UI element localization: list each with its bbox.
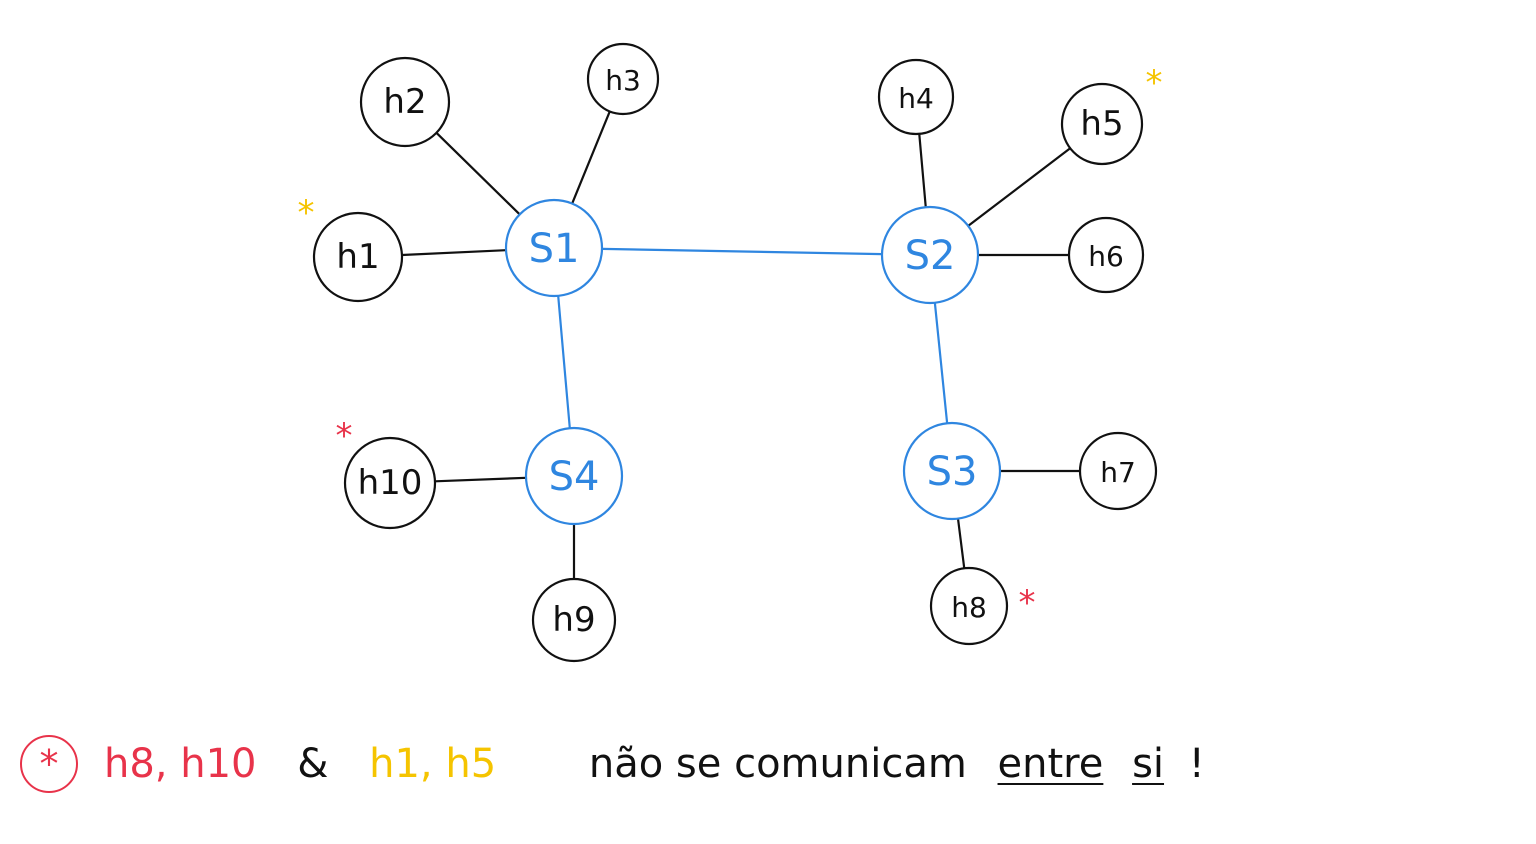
switch-s4: S4 xyxy=(524,426,624,526)
switch-s3: S3 xyxy=(902,421,1002,521)
link-s2-h5 xyxy=(967,147,1072,228)
marker-h5: * xyxy=(1146,63,1163,103)
host-h5: h5 xyxy=(1060,82,1144,166)
link-s2-s3 xyxy=(933,301,949,425)
s4-label: S4 xyxy=(549,454,600,500)
h6-circle xyxy=(1067,216,1145,294)
h4-circle xyxy=(877,58,955,136)
note-underlined-entre: entre xyxy=(997,741,1104,787)
note-yellow-hosts: h1, h5 xyxy=(369,741,497,787)
note-underlined-si: si xyxy=(1132,741,1165,787)
host-h7: h7 xyxy=(1078,431,1158,511)
link-s1-h2 xyxy=(435,131,521,216)
h2-circle xyxy=(359,56,451,148)
s1-label: S1 xyxy=(529,226,580,272)
s1-circle xyxy=(504,198,604,298)
h8-label: h8 xyxy=(951,591,987,624)
h5-label: h5 xyxy=(1080,104,1123,144)
h7-label: h7 xyxy=(1100,456,1136,489)
host-h4: h4 xyxy=(877,58,955,136)
s3-label: S3 xyxy=(927,449,978,495)
h5-circle xyxy=(1060,82,1144,166)
h4-label: h4 xyxy=(898,82,934,115)
s2-label: S2 xyxy=(905,233,956,279)
note-exclamation: ! xyxy=(1188,741,1205,787)
switch-s2: S2 xyxy=(880,205,980,305)
link-s4-h10 xyxy=(433,476,528,483)
h9-label: h9 xyxy=(552,600,595,640)
asterisk-circle-icon: * xyxy=(20,735,78,793)
host-h6: h6 xyxy=(1067,216,1145,294)
h2-label: h2 xyxy=(383,82,426,122)
host-h9: h9 xyxy=(531,577,617,663)
s4-circle xyxy=(524,426,624,526)
note-ampersand: & xyxy=(297,741,329,787)
link-s1-h3 xyxy=(571,110,611,205)
legend-note: * h8, h10 & h1, h5 não se comunicam entre… xyxy=(20,735,1500,815)
note-red-hosts: h8, h10 xyxy=(104,741,257,787)
host-h8: h8 xyxy=(929,566,1009,646)
h10-label: h10 xyxy=(358,463,423,503)
h6-label: h6 xyxy=(1088,240,1124,273)
link-s1-h1 xyxy=(400,249,508,257)
s2-circle xyxy=(880,205,980,305)
host-h1: h1 xyxy=(312,211,404,303)
link-s3-h8 xyxy=(956,517,966,570)
marker-h1: * xyxy=(298,193,315,233)
h8-circle xyxy=(929,566,1009,646)
link-s1-s4 xyxy=(557,294,571,430)
host-h2: h2 xyxy=(359,56,451,148)
h1-circle xyxy=(312,211,404,303)
marker-h8: * xyxy=(1019,583,1036,623)
marker-h10: * xyxy=(336,416,353,456)
host-h3: h3 xyxy=(586,42,660,116)
h3-label: h3 xyxy=(605,64,641,97)
note-text: não se comunicam xyxy=(588,741,967,787)
h9-circle xyxy=(531,577,617,663)
h1-label: h1 xyxy=(336,237,379,277)
h7-circle xyxy=(1078,431,1158,511)
switch-s1: S1 xyxy=(504,198,604,298)
h3-circle xyxy=(586,42,660,116)
s3-circle xyxy=(902,421,1002,521)
host-h10: h10 xyxy=(343,436,437,530)
link-s1-s2 xyxy=(600,247,884,256)
link-s2-h4 xyxy=(918,132,927,209)
h10-circle xyxy=(343,436,437,530)
